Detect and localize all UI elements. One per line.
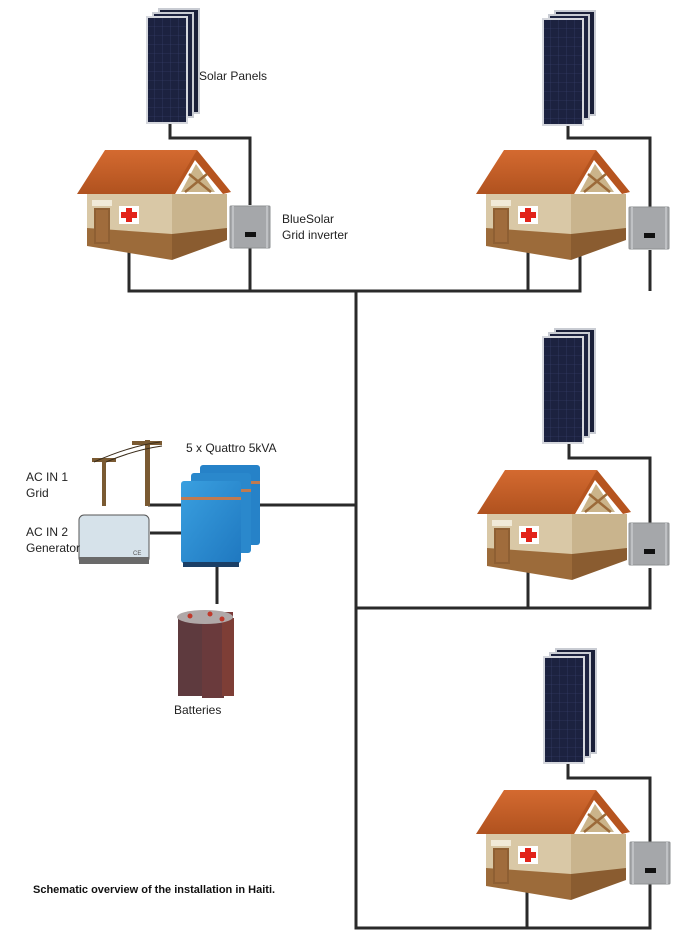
wire-clinic-3	[356, 568, 652, 610]
grid-inverter-icon	[229, 205, 271, 249]
clinic-house-icon	[474, 148, 632, 262]
wire-clinic-3-panel	[567, 444, 652, 526]
wire-clinic-4-panel	[566, 762, 652, 842]
grid-inverter-icon	[629, 841, 671, 885]
ac-in1-label-line2: Grid	[26, 486, 49, 500]
solar-panel-icon	[542, 328, 596, 444]
clinic-house-icon	[475, 468, 633, 582]
ac-in2-label-line1: AC IN 2	[26, 525, 68, 539]
wire-clinic-1-panel	[168, 122, 252, 205]
wiring	[127, 122, 652, 930]
inverter-label-line2: Grid inverter	[282, 228, 348, 242]
clinic-1	[75, 8, 271, 262]
wire-clinic-2-panel	[566, 124, 652, 208]
wire-main-bus	[354, 291, 603, 930]
ac-in2-label-line2: Generator	[26, 541, 80, 555]
clinic-4	[474, 648, 671, 902]
clinic-2	[474, 10, 670, 262]
diagram-caption: Schematic overview of the installation i…	[33, 884, 275, 896]
clinic-house-icon	[474, 788, 632, 902]
battery-bank-icon	[177, 610, 234, 698]
quattro-label: 5 x Quattro 5kVA	[186, 441, 277, 455]
ac-in1-label-line1: AC IN 1	[26, 470, 68, 484]
grid-inverter-icon	[628, 206, 670, 250]
solar-panel-icon	[542, 10, 596, 126]
ce-mark: CE	[133, 551, 141, 557]
inverter-label-line1: BlueSolar	[282, 212, 334, 226]
generator-icon	[78, 514, 150, 564]
wire-clinic-1	[127, 248, 582, 293]
solar-panel-icon	[146, 8, 200, 124]
clinic-3	[475, 328, 670, 582]
grid-inverter-icon	[628, 522, 670, 566]
batteries-label: Batteries	[174, 703, 221, 717]
solar-panels-label: Solar Panels	[199, 69, 267, 83]
utility-pole-icon	[92, 440, 163, 506]
wire-clinic-4	[525, 884, 652, 930]
clinic-house-icon	[75, 148, 233, 262]
solar-panel-icon	[543, 648, 597, 764]
quattro-inverter-icon	[181, 465, 260, 567]
